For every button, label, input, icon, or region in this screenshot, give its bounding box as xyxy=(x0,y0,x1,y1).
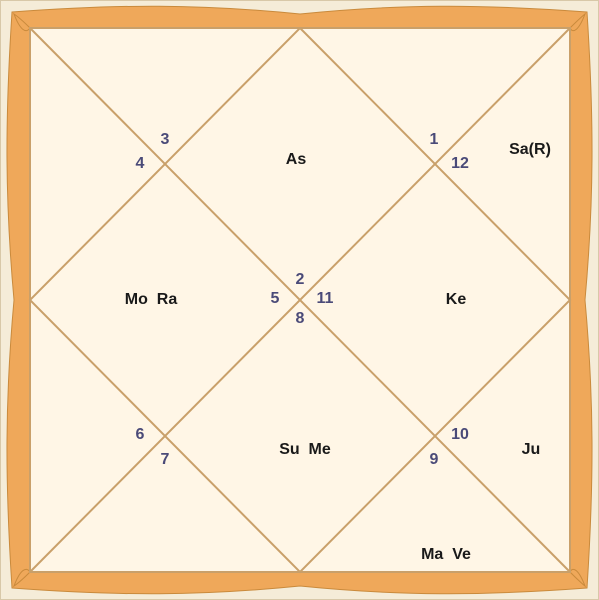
house-number-11: 11 xyxy=(317,290,334,307)
house-12-planets: Sa(R) xyxy=(509,141,551,158)
house-11-planets: Ju xyxy=(522,441,541,458)
inner-diamond xyxy=(28,26,572,574)
house-number-12: 12 xyxy=(451,155,469,172)
house-1-planets: As xyxy=(286,151,307,168)
house-number-6: 6 xyxy=(136,426,145,443)
diagonal-line-anti xyxy=(29,27,571,573)
house-7-planets: Su Me xyxy=(279,441,331,458)
house-number-3: 3 xyxy=(161,131,170,148)
house-8-planets: Ma Ve xyxy=(421,546,471,563)
house-number-4: 4 xyxy=(136,155,145,172)
house-10-planets: Ke xyxy=(446,291,467,308)
house-number-8: 8 xyxy=(296,310,305,327)
house-number-2: 2 xyxy=(296,271,305,288)
house-number-1: 1 xyxy=(430,131,439,148)
house-number-7: 7 xyxy=(161,451,170,468)
house-number-10: 10 xyxy=(451,426,469,443)
house-number-5: 5 xyxy=(271,290,280,307)
house-4-planets: Mo Ra xyxy=(125,291,178,308)
house-number-9: 9 xyxy=(430,451,439,468)
